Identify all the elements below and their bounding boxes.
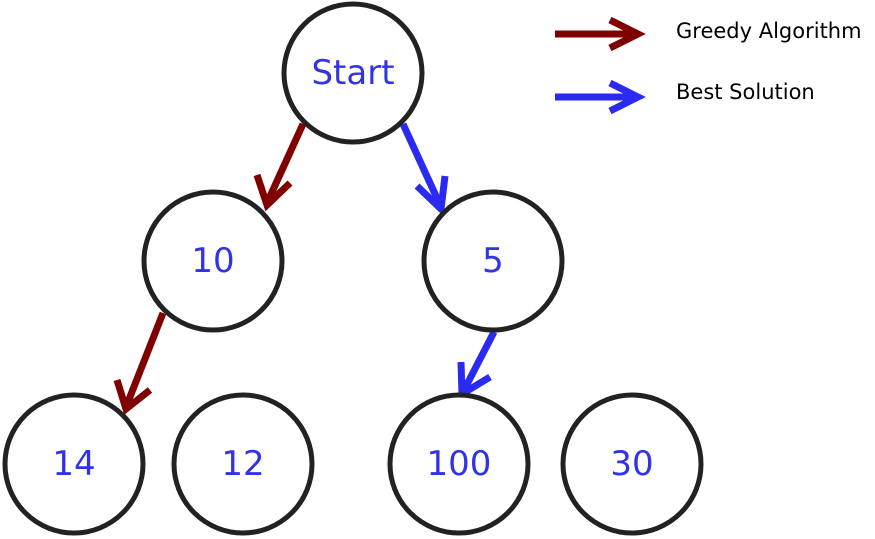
node-10: 10 [141,189,285,333]
node-30: 30 [560,392,704,536]
node-14: 14 [2,392,146,536]
legend-greedy-arrow-icon [555,16,646,52]
legend-greedy-label: Greedy Algorithm [676,19,862,43]
legend: Greedy Algorithm Best Solution [555,16,862,115]
node-start: Start [281,1,425,145]
node-12: 12 [171,392,315,536]
node-100: 100 [387,392,531,536]
node-14-label: 14 [52,444,95,484]
node-12-label: 12 [221,444,264,484]
node-10-label: 10 [191,241,234,281]
node-start-label: Start [311,53,394,93]
edge-start-to-10 [253,122,307,212]
legend-best-arrow-icon [555,79,646,115]
node-5-label: 5 [482,241,504,281]
node-30-label: 30 [610,444,653,484]
legend-best-label: Best Solution [676,80,815,104]
edge-10-to-14 [113,311,167,415]
edge-5-to-100 [457,330,498,401]
node-100-label: 100 [427,444,492,484]
node-5: 5 [421,189,565,333]
edge-start-to-5 [399,122,449,217]
